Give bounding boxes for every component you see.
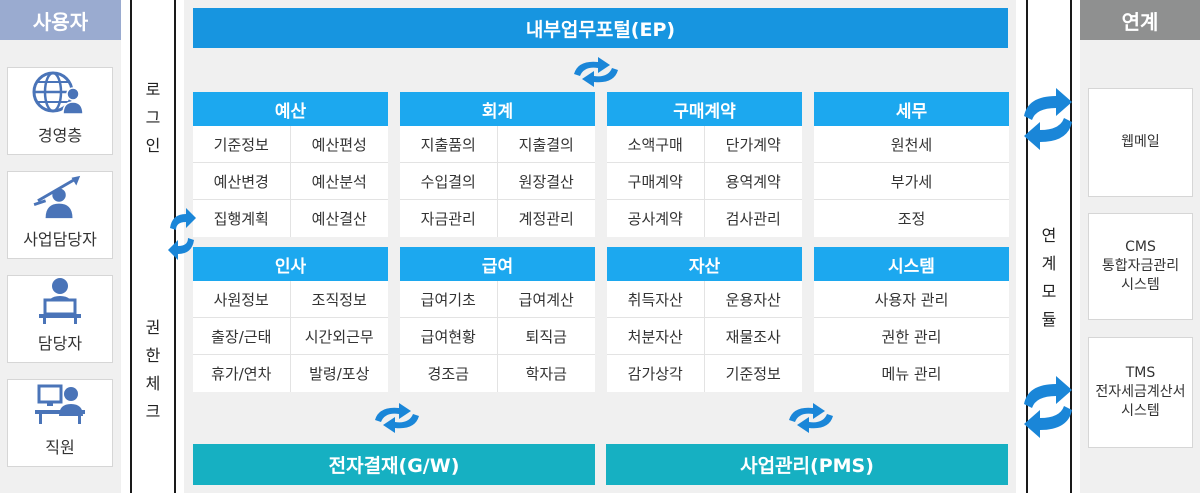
user-label: 사업담당자 — [23, 230, 97, 249]
module-hr: 인사 사원정보 조직정보 출장/근태 시간외근무 휴가/연차 발령/포상 — [193, 247, 388, 392]
module-accounting: 회계 지출품의 지출결의 수입결의 원장결산 자금관리 계정관리 — [400, 92, 595, 237]
system-tms: TMS 전자세금계산서 시스템 — [1088, 337, 1193, 448]
module-item: 학자금 — [525, 365, 567, 383]
module-item: 메뉴 관리 — [881, 365, 942, 383]
sync-arrows-icon — [168, 208, 196, 260]
module-header: 급여 — [400, 247, 595, 281]
module-header: 구매계약 — [607, 92, 802, 126]
globe-person-icon — [32, 71, 84, 115]
presenter-arrow-icon — [33, 175, 81, 219]
module-budget: 예산 기준정보 예산편성 예산변경 예산분석 집행계획 예산결산 — [193, 92, 388, 237]
system-webmail: 웹메일 — [1088, 88, 1193, 197]
user-staff: 담당자 — [7, 275, 113, 363]
module-item: 원천세 — [814, 126, 1009, 163]
system-label: 시스템 — [1121, 403, 1160, 419]
module-item: 운용자산 — [704, 281, 802, 318]
module-header: 세무 — [814, 92, 1009, 126]
user-panel-header: 사용자 — [0, 0, 121, 40]
module-item: 원장결산 — [497, 163, 595, 200]
user-executive: 경영층 — [7, 67, 113, 155]
user-label: 경영층 — [37, 126, 83, 145]
module-item: 휴가/연차 — [193, 355, 291, 392]
module-item: 출장/근태 — [193, 318, 291, 355]
module-item: 지출품의 — [400, 126, 498, 163]
login-label: 로 그 인 — [145, 80, 161, 155]
module-item: 예산분석 — [290, 163, 388, 200]
gw-approval-bar: 전자결재(G/W) — [193, 444, 595, 485]
module-assets: 자산 취득자산 운용자산 처분자산 재물조사 감가상각 기준정보 — [607, 247, 802, 392]
integration-panel-header: 연계 — [1080, 0, 1200, 40]
module-item: 용역계약 — [704, 163, 802, 200]
module-tax: 세무 원천세 부가세 조정 — [814, 92, 1009, 237]
module-payroll: 급여 급여기초 급여계산 급여현황 퇴직금 경조금 학자금 — [400, 247, 595, 392]
system-label: 전자세금계산서 — [1095, 384, 1186, 400]
module-item: 예산변경 — [193, 163, 291, 200]
module-item: 구매계약 — [607, 163, 705, 200]
system-cms: CMS 통합자금관리 시스템 — [1088, 213, 1193, 320]
sync-arrows-icon — [574, 57, 618, 87]
module-item: 부가세 — [814, 163, 1009, 200]
module-item: 소액구매 — [607, 126, 705, 163]
module-item: 발령/포상 — [309, 365, 370, 383]
module-system: 시스템 사용자 관리 권한 관리 메뉴 관리 — [814, 247, 1009, 392]
module-item: 재물조사 — [704, 318, 802, 355]
module-item: 처분자산 — [607, 318, 705, 355]
module-item: 조정 — [897, 210, 926, 228]
module-item: 기준정보 — [725, 365, 781, 383]
module-item: 지출결의 — [497, 126, 595, 163]
module-header: 회계 — [400, 92, 595, 126]
module-item: 조직정보 — [290, 281, 388, 318]
module-item: 기준정보 — [193, 126, 291, 163]
user-employee: 직원 — [7, 379, 113, 467]
user-label: 직원 — [45, 438, 75, 457]
module-header: 예산 — [193, 92, 388, 126]
module-item: 급여계산 — [497, 281, 595, 318]
module-item: 수입결의 — [400, 163, 498, 200]
module-header: 인사 — [193, 247, 388, 281]
module-header: 자산 — [607, 247, 802, 281]
permission-check-label: 권 한 체 크 — [145, 318, 161, 421]
module-item: 급여기초 — [400, 281, 498, 318]
system-label: 웹메일 — [1121, 134, 1160, 150]
module-item: 자금관리 — [400, 200, 498, 237]
module-item: 공사계약 — [607, 200, 705, 237]
module-item: 단가계약 — [704, 126, 802, 163]
user-business-manager: 사업담당자 — [7, 171, 113, 259]
module-item: 취득자산 — [607, 281, 705, 318]
ep-portal-bar: 내부업무포털(EP) — [193, 8, 1008, 48]
module-item: 예산편성 — [290, 126, 388, 163]
person-computer-icon — [35, 384, 85, 424]
module-item: 권한 관리 — [814, 318, 1009, 355]
system-label: CMS — [1125, 239, 1156, 255]
module-item: 사원정보 — [193, 281, 291, 318]
module-item: 예산결산 — [311, 210, 367, 228]
module-item: 경조금 — [400, 355, 498, 392]
module-item: 사용자 관리 — [814, 281, 1009, 318]
module-item: 퇴직금 — [497, 318, 595, 355]
system-label: TMS — [1125, 365, 1156, 381]
user-label: 담당자 — [37, 334, 83, 353]
sync-arrows-icon — [789, 403, 833, 433]
module-header: 시스템 — [814, 247, 1009, 281]
module-item: 시간외근무 — [290, 318, 388, 355]
system-label: 통합자금관리 — [1101, 258, 1180, 274]
module-item: 급여현황 — [400, 318, 498, 355]
module-purchase-contract: 구매계약 소액구매 단가계약 구매계약 용역계약 공사계약 검사관리 — [607, 92, 802, 237]
module-item: 집행계획 — [193, 200, 291, 237]
system-label: 시스템 — [1121, 277, 1160, 293]
module-item: 계정관리 — [518, 210, 574, 228]
module-item: 검사관리 — [725, 210, 781, 228]
sync-arrows-icon — [1024, 376, 1072, 438]
module-item: 감가상각 — [607, 355, 705, 392]
link-module-label: 연 계 모 듈 — [1041, 226, 1057, 329]
sync-arrows-icon — [375, 403, 419, 433]
person-desk-icon — [39, 278, 81, 324]
sync-arrows-icon — [1024, 88, 1072, 150]
pms-project-bar: 사업관리(PMS) — [606, 444, 1008, 485]
